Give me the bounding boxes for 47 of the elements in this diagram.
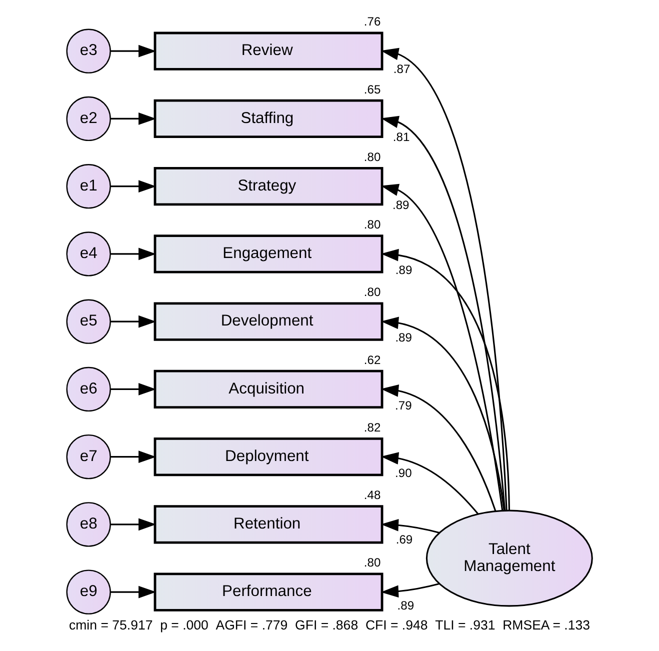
node-label: .48 [364,488,381,502]
node-label: .80 [364,150,381,164]
node-label: .80 [364,556,381,570]
edge-label: .81 [392,130,410,144]
arrow [110,383,156,396]
node-label: .65 [364,82,381,96]
arrow [110,315,156,328]
node-circle: e2 [66,96,111,142]
node-circle: e9 [66,570,111,614]
node-label: .62 [364,352,381,367]
arrow [380,384,496,512]
node-circle: e4 [66,232,111,276]
node-ellipse: Talent Management [426,510,593,607]
arrow [380,316,505,510]
node-circle: e7 [66,434,111,480]
arrow [380,452,479,515]
node-circle: e8 [66,502,111,547]
arrow [380,48,508,511]
arrow [380,518,440,534]
edge-label: .89 [395,330,412,345]
arrow [110,180,156,193]
node-label: .80 [364,285,381,300]
node-circle: e5 [66,299,111,344]
caption: cmin = 75.917 p = .000 AGFI = .779 GFI = .868 CFI = .948 TLI = .931 RMSEA = .133 [69,617,590,632]
edge-label: .87 [393,62,410,76]
arrow [380,583,440,598]
edge-label: .90 [395,466,412,480]
node-circle: e1 [66,164,111,209]
node-circle: e6 [66,366,111,412]
edge-label: .89 [392,198,410,212]
node-label: .76 [364,14,381,29]
edge-label: .89 [395,262,412,277]
arrow [110,112,156,125]
arrow [110,248,156,260]
edge-label: .69 [396,532,413,547]
arrow [380,116,506,510]
arrow [380,184,504,510]
node-label: .80 [364,218,381,232]
edge-label: .79 [395,398,412,412]
edge-label: .89 [397,598,414,612]
arrow [110,44,156,58]
node-circle: e3 [66,28,111,74]
arrow [110,450,156,463]
arrow [110,518,156,531]
arrow [380,248,510,510]
arrow [110,586,156,598]
node-label: .82 [364,420,381,434]
